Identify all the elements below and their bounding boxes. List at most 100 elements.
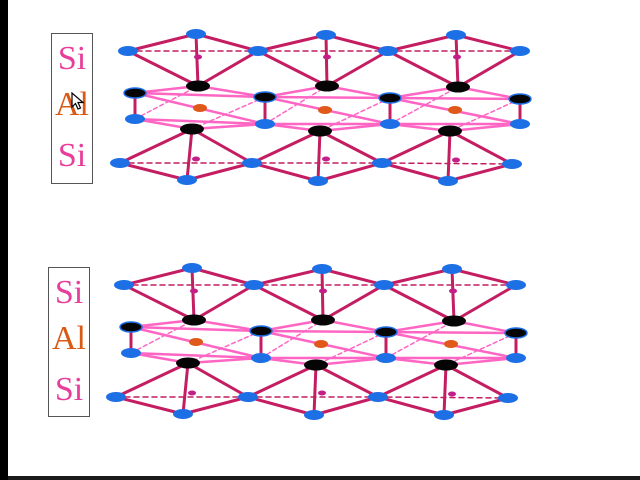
tetrahedral-bond <box>118 161 189 182</box>
hydroxyl-atom <box>176 357 200 369</box>
tetrahedral-bond <box>252 267 324 287</box>
tetrahedral-bond <box>252 283 325 322</box>
tetrahedral-bond <box>122 266 194 287</box>
tetrahedral-bond <box>194 32 260 53</box>
tetrahedral-bond <box>126 32 198 53</box>
octahedral-dashed-edge <box>445 332 517 366</box>
tetrahedral-bond <box>320 267 325 322</box>
octahedral-bond <box>133 91 267 99</box>
tetrahedral-bond <box>446 129 452 183</box>
tetrahedral-bond <box>316 129 322 183</box>
oxygen-atom <box>378 46 398 56</box>
tetrahedral-bond <box>452 283 518 323</box>
oxygen-atom <box>510 46 530 56</box>
hydroxyl-atom <box>508 93 532 105</box>
tetrahedral-bond <box>454 33 460 89</box>
oxygen-atom <box>498 393 518 403</box>
aluminum-atom <box>444 340 458 348</box>
octahedral-dashed-edge <box>389 86 459 125</box>
oxygen-atom <box>114 280 134 290</box>
bottom-edge-line <box>8 476 640 480</box>
hydroxyl-atom <box>438 125 462 137</box>
tetrahedral-bond <box>318 129 384 165</box>
tetrahedral-bond <box>256 33 328 53</box>
tetrahedral-bond <box>450 267 518 287</box>
octahedral-dashed-edge <box>191 96 266 130</box>
tetrahedral-bond <box>314 363 380 399</box>
oxygen-atom <box>251 353 271 363</box>
aluminum-atom <box>314 340 328 348</box>
silicon-atom <box>192 156 200 162</box>
tetrahedral-bond <box>194 32 200 88</box>
octahedral-dashed-edge <box>260 319 324 359</box>
octahedral-bond <box>384 330 518 335</box>
label-si-bottom: Si <box>54 371 84 408</box>
hydroxyl-atom <box>304 359 328 371</box>
tetrahedral-bond <box>114 395 185 416</box>
aluminum-atom <box>189 338 203 346</box>
octahedral-dashed-edge <box>319 97 391 132</box>
silicon-atom <box>188 390 196 396</box>
hydroxyl-atom <box>186 80 210 92</box>
tetrahedral-bond <box>250 129 322 165</box>
hydroxyl-atom <box>315 80 339 92</box>
tetrahedral-bond <box>324 33 390 53</box>
tetrahedral-bond <box>190 266 256 287</box>
label-si-top: Si <box>54 274 84 311</box>
hydroxyl-atom <box>119 321 143 333</box>
tetrahedral-bond <box>380 161 450 183</box>
oxygen-atom <box>173 409 193 419</box>
oxygen-atom <box>248 46 268 56</box>
tetrahedral-bond <box>444 363 510 400</box>
oxygen-atom <box>312 264 332 274</box>
layer-label-box-bottom: Si Al Si <box>48 267 90 417</box>
tetrahedral-bond <box>126 49 200 88</box>
octahedral-bond <box>133 117 267 126</box>
oxygen-atom <box>125 114 145 124</box>
tetrahedral-bond <box>382 267 454 287</box>
oxygen-atom <box>372 158 392 168</box>
octahedral-bond <box>388 96 522 101</box>
hydroxyl-atom <box>378 92 402 104</box>
hydroxyl-atom <box>504 327 528 339</box>
left-edge-bar <box>0 0 8 480</box>
silicon-atom <box>190 288 198 294</box>
tetrahedral-bond <box>250 161 320 183</box>
tetrahedral-bond <box>386 49 460 89</box>
aluminum-atom <box>193 104 207 112</box>
octahedral-bond <box>384 319 456 334</box>
tetrahedral-dashed-edge <box>381 162 513 165</box>
tetrahedral-bond <box>448 129 514 166</box>
tetrahedral-bond <box>190 266 196 322</box>
hydroxyl-atom <box>311 314 335 326</box>
tetrahedral-dashed-edge <box>377 396 509 399</box>
hydroxyl-atom <box>180 123 204 135</box>
tetrahedral-bond <box>325 49 390 88</box>
tetrahedral-bond <box>376 395 446 417</box>
tetrahedral-bond <box>312 363 318 417</box>
tetrahedral-bond <box>246 363 318 399</box>
oxygen-atom <box>182 263 202 273</box>
oxygen-atom <box>118 46 138 56</box>
oxygen-atom <box>376 353 396 363</box>
octahedral-dashed-edge <box>187 330 262 364</box>
label-si-top: Si <box>57 40 87 77</box>
tetrahedral-bond <box>316 161 384 183</box>
tetrahedral-bond <box>324 33 329 88</box>
tetrahedral-bond <box>181 395 250 416</box>
tetrahedral-bond <box>192 283 256 322</box>
oxygen-atom <box>121 348 141 358</box>
hydroxyl-atom <box>249 325 273 337</box>
octahedral-bond <box>263 95 392 100</box>
tetrahedral-bond <box>386 33 458 53</box>
tetrahedral-bond <box>196 49 260 88</box>
tetrahedral-bond <box>442 396 510 417</box>
tetrahedral-bond <box>454 33 522 53</box>
aluminum-atom <box>318 106 332 114</box>
silicon-atom <box>322 156 330 162</box>
oxygen-atom <box>308 176 328 186</box>
silicon-atom <box>453 54 461 60</box>
oxygen-atom <box>368 392 388 402</box>
oxygen-atom <box>438 176 458 186</box>
